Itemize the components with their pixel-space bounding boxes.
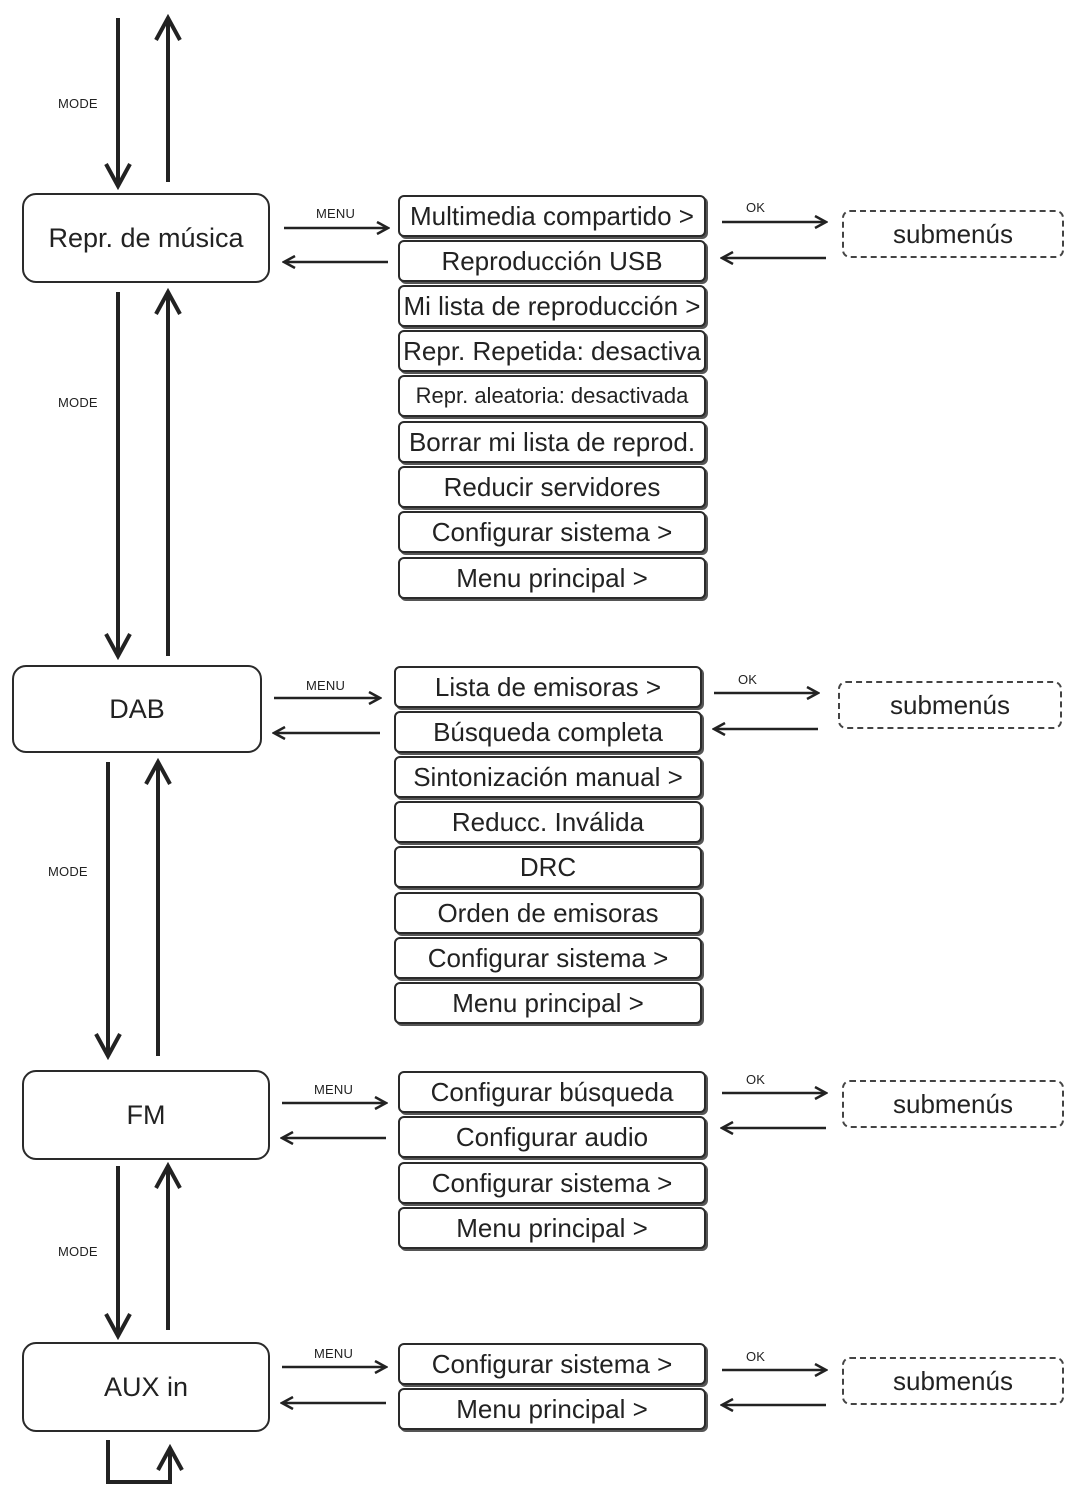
menu-label: MENU — [314, 1082, 354, 1097]
menu-item[interactable]: Reproducción USB — [398, 240, 706, 282]
menu-item[interactable]: Menu principal > — [398, 1207, 706, 1249]
ok-label: OK — [746, 1349, 766, 1364]
ok-arrows-3 — [722, 1093, 826, 1128]
menu-item[interactable]: Repr. Repetida: desactiva — [398, 330, 706, 372]
menu-item[interactable]: Sintonización manual > — [394, 756, 702, 798]
menu-item[interactable]: Reducir servidores — [398, 466, 706, 508]
submenu-box-fm[interactable]: submenús — [842, 1080, 1064, 1128]
menu-item[interactable]: Menu principal > — [398, 1388, 706, 1430]
menu-item[interactable]: Repr. aleatoria: desactivada — [398, 375, 706, 417]
ok-label: OK — [746, 200, 766, 215]
mode-box-fm[interactable]: FM — [22, 1070, 270, 1160]
ok-label: OK — [738, 672, 758, 687]
mode-box-dab[interactable]: DAB — [12, 665, 262, 753]
ok-arrows-4 — [722, 1370, 826, 1405]
submenu-box-dab[interactable]: submenús — [838, 681, 1062, 729]
menu-arrows-1 — [284, 228, 388, 262]
menu-item[interactable]: Menu principal > — [394, 982, 702, 1024]
mode-label: MODE — [58, 1244, 98, 1259]
menu-item[interactable]: Menu principal > — [398, 557, 706, 599]
menu-label: MENU — [314, 1346, 354, 1361]
menu-item[interactable]: DRC — [394, 846, 702, 888]
menu-item[interactable]: Multimedia compartido > — [398, 195, 706, 237]
menu-arrows-3 — [282, 1103, 386, 1138]
mode-box-music[interactable]: Repr. de música — [22, 193, 270, 283]
mode-label: MODE — [58, 395, 98, 410]
mode-label: MODE — [58, 96, 98, 111]
menu-item[interactable]: Configurar sistema > — [398, 511, 706, 553]
mode-arrow-loop — [106, 1440, 170, 1484]
menu-item[interactable]: Búsqueda completa — [394, 711, 702, 753]
menu-item[interactable]: Orden de emisoras — [394, 892, 702, 934]
menu-item[interactable]: Configurar sistema > — [398, 1162, 706, 1204]
mode-box-aux[interactable]: AUX in — [22, 1342, 270, 1432]
ok-arrows-2 — [714, 693, 818, 729]
submenu-box-music[interactable]: submenús — [842, 210, 1064, 258]
menu-item[interactable]: Borrar mi lista de reprod. — [398, 421, 706, 463]
menu-item[interactable]: Configurar búsqueda — [398, 1071, 706, 1113]
menu-item[interactable]: Configurar sistema > — [394, 937, 702, 979]
menu-item[interactable]: Configurar sistema > — [398, 1343, 706, 1385]
menu-item[interactable]: Mi lista de reproducción > — [398, 285, 706, 327]
submenu-box-aux[interactable]: submenús — [842, 1357, 1064, 1405]
ok-arrows-1 — [722, 222, 826, 258]
menu-arrows-2 — [274, 698, 380, 733]
menu-item[interactable]: Reducc. Inválida — [394, 801, 702, 843]
menu-label: MENU — [306, 678, 346, 693]
menu-arrows-4 — [282, 1367, 386, 1403]
ok-label: OK — [746, 1072, 766, 1087]
mode-label: MODE — [48, 864, 88, 879]
menu-item[interactable]: Configurar audio — [398, 1116, 706, 1158]
menu-label: MENU — [316, 206, 356, 221]
menu-item[interactable]: Lista de emisoras > — [394, 666, 702, 708]
